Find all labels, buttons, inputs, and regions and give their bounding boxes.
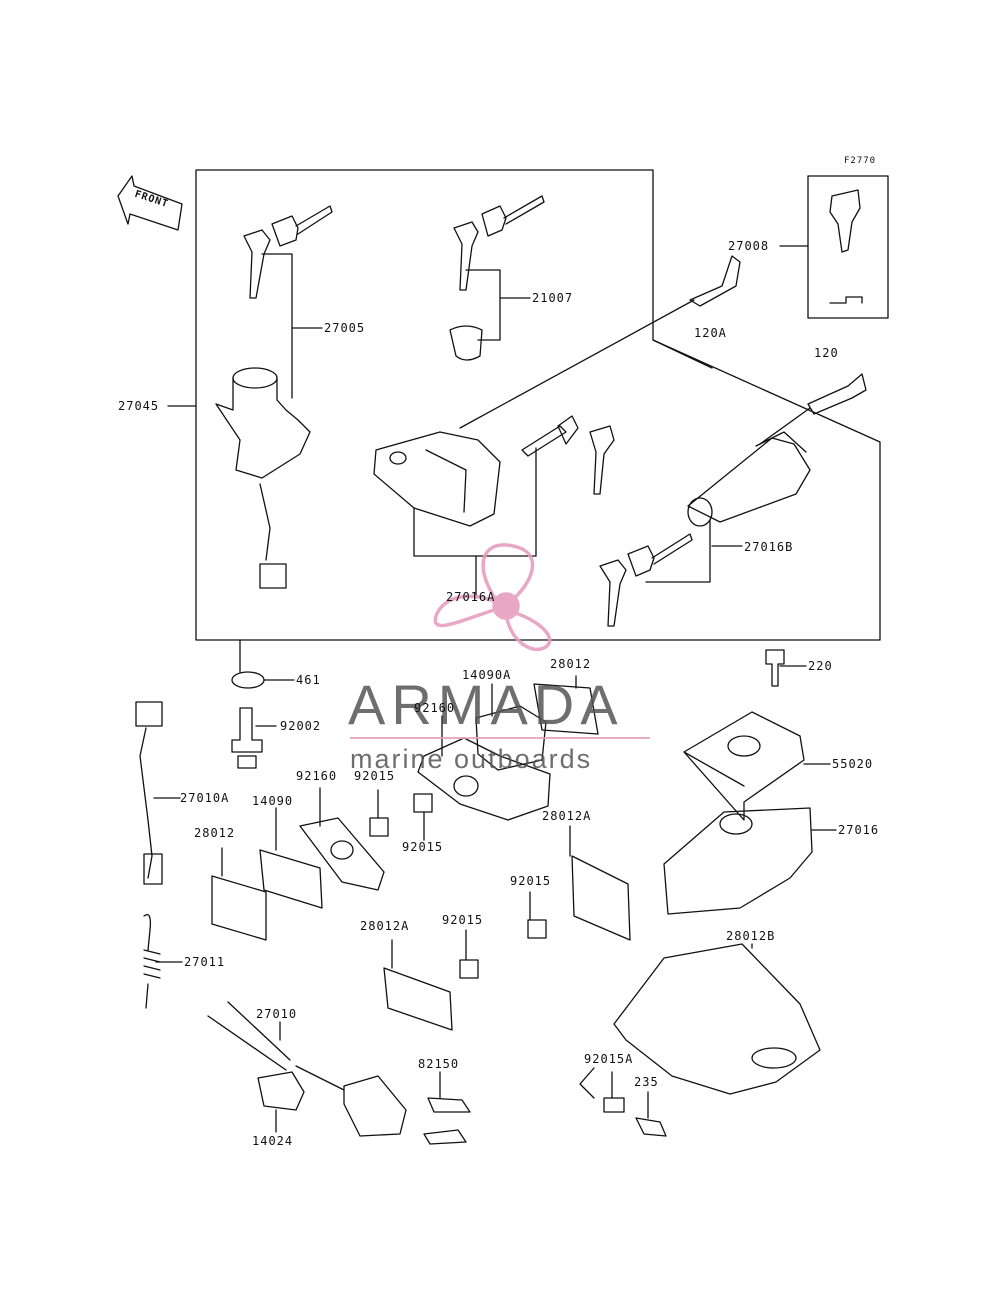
part-label: 27016B	[744, 540, 794, 554]
part-label: 27016	[838, 823, 880, 837]
part-label: 92015	[510, 874, 552, 888]
part-label: 14090A	[462, 668, 512, 682]
hole-92160-center	[453, 775, 479, 797]
nut-92015-icon-1	[369, 817, 389, 837]
screw-235-icon	[635, 1117, 667, 1137]
reflector-28012-top-icon	[533, 683, 599, 735]
part-label: 92015A	[584, 1052, 634, 1066]
part-label: 14024	[252, 1134, 294, 1148]
part-label: 28012A	[360, 919, 410, 933]
reflector-28012-left-icon	[211, 875, 267, 941]
part-label: 92160	[414, 701, 456, 715]
bolt-92015a-icon	[603, 1097, 625, 1113]
part-label: 27010A	[180, 791, 230, 805]
washer-461-icon	[231, 671, 265, 689]
nut-92015-icon-3	[527, 919, 547, 939]
key-set-21007-icon	[453, 195, 545, 291]
watermark-rule	[350, 737, 650, 739]
switch-27010-icon	[343, 1075, 407, 1137]
screw-220-icon	[765, 649, 785, 687]
key-set-27016a-icon	[521, 415, 615, 495]
part-label: 82150	[418, 1057, 460, 1071]
key-blank-tip-icon	[829, 296, 863, 304]
key-set-27016b-icon	[599, 533, 693, 627]
part-label: 27010	[256, 1007, 298, 1021]
hole-92160-left	[330, 840, 354, 860]
bolt-92002-icon	[231, 707, 263, 769]
bracket-92160-left-icon	[299, 817, 385, 891]
part-label: 21007	[532, 291, 574, 305]
part-label: 27005	[324, 321, 366, 335]
nut-92015-icon-2	[413, 793, 433, 813]
reflector-28012a-right-icon	[571, 855, 631, 941]
sensor-14024-icon	[257, 1071, 305, 1111]
part-label: 28012A	[542, 809, 592, 823]
part-label: 92160	[296, 769, 338, 783]
figure-code: F2770	[844, 156, 877, 166]
leader-27016a	[413, 447, 537, 599]
reflector-28012a-bottom-icon	[383, 967, 453, 1031]
part-label: 27011	[184, 955, 226, 969]
part-label: 27045	[118, 399, 160, 413]
propeller-logo-icon	[433, 543, 552, 652]
lock-plug-icon	[449, 325, 483, 361]
watermark-brand: ARMADA	[348, 673, 624, 736]
part-label: 92002	[280, 719, 322, 733]
part-label: 27016A	[446, 590, 496, 604]
part-label: 220	[808, 659, 833, 673]
lock-base-barrel	[719, 813, 753, 835]
part-label: 27008	[728, 239, 770, 253]
part-label: 14090	[252, 794, 294, 808]
leader-21007	[465, 269, 531, 341]
hole-55020	[727, 735, 761, 757]
part-label: 235	[634, 1075, 659, 1089]
part-label: 28012	[194, 826, 236, 840]
part-label: 92015	[402, 840, 444, 854]
plate-14090a-icon	[475, 705, 547, 771]
bolt-120a-icon	[689, 255, 741, 307]
part-label: 55020	[832, 757, 874, 771]
screw-82150-icon-2	[423, 1129, 467, 1145]
leader-120a-link	[459, 299, 695, 429]
part-label: 92015	[442, 913, 484, 927]
nut-92015-icon-4	[459, 959, 479, 979]
taillight-28012b-icon	[613, 943, 821, 1095]
wire-27010-icon	[207, 1001, 345, 1091]
seat-lock-27016a-icon	[373, 431, 501, 527]
part-label: 461	[296, 673, 321, 687]
leader-27016b	[645, 519, 743, 583]
switch-27010a-icon	[135, 701, 163, 885]
lock-base-27016-icon	[663, 807, 813, 915]
group-frame	[195, 169, 881, 641]
part-label: 120A	[694, 326, 727, 340]
watermark-tagline: marine outboards	[350, 744, 593, 774]
reflector-14090-icon	[259, 849, 323, 909]
frame-divider	[652, 339, 713, 369]
spring-27011-icon	[143, 913, 161, 1009]
ignition-switch-icon	[215, 367, 311, 589]
bracket-92160-center-icon	[417, 737, 551, 821]
bolt-120-icon	[807, 373, 867, 415]
part-label: 92015	[354, 769, 396, 783]
part-label: 28012	[550, 657, 592, 671]
key-blank-icon	[829, 189, 861, 253]
lock-cylinder-27016b-icon	[687, 431, 811, 527]
taillight-lens	[751, 1047, 797, 1069]
screw-82150-icon-1	[427, 1097, 471, 1113]
leader-27005	[261, 253, 323, 399]
part-label: 28012B	[726, 929, 776, 943]
leader-92015a	[579, 1067, 613, 1099]
key-blank-box	[807, 175, 889, 319]
bracket-55020-icon	[683, 711, 805, 821]
leader-120-link	[759, 407, 811, 445]
part-label: 120	[814, 346, 839, 360]
key-set-27005-icon	[243, 205, 333, 299]
front-arrow-icon	[117, 175, 183, 231]
